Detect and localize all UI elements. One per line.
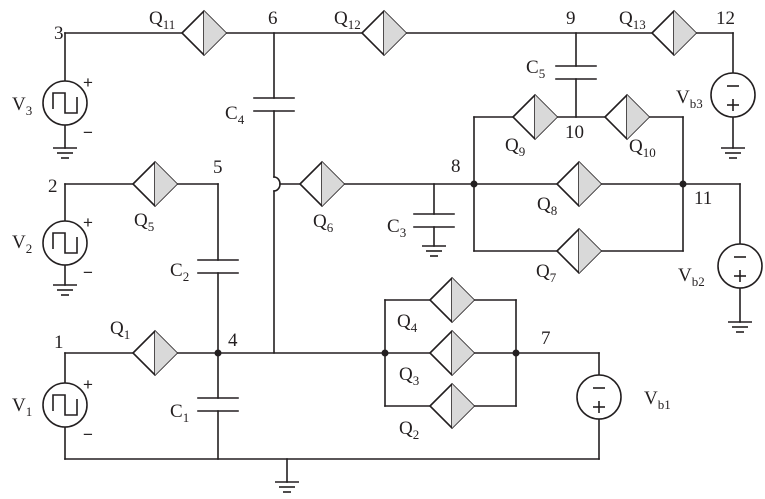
v3-label: V3 (12, 94, 32, 118)
q7-label: Q7 (536, 261, 557, 285)
node-5-label: 5 (213, 157, 223, 178)
switch-q13 (651, 10, 697, 56)
dc-source-vb3 (710, 72, 756, 118)
v1-minus: − (83, 425, 93, 444)
ground-icon (52, 147, 78, 159)
switch-q2 (429, 383, 475, 429)
square-wave-source-v3 (42, 80, 88, 126)
v3-plus: + (83, 73, 93, 92)
switch-labels: Q1 Q2 Q3 Q4 Q5 Q6 Q7 Q8 Q9 Q10 Q11 Q12 Q… (110, 8, 656, 442)
q10-label: Q10 (629, 136, 656, 160)
vb2-label: Vb2 (678, 265, 705, 289)
q2-label: Q2 (399, 418, 419, 442)
switch-q8 (556, 161, 602, 207)
node-7-label: 7 (541, 328, 551, 349)
switch-q6 (299, 161, 345, 207)
square-wave-source-v2 (42, 220, 88, 266)
q13-label: Q13 (619, 8, 646, 32)
q11-label: Q11 (149, 8, 175, 32)
q12-label: Q12 (334, 8, 361, 32)
ground-icon (720, 147, 746, 159)
vb3-label: Vb3 (676, 87, 703, 111)
node-3-label: 3 (54, 23, 64, 44)
node-labels: 1 2 3 4 5 6 7 8 9 10 11 12 (48, 8, 735, 353)
capacitor-c1 (197, 397, 239, 412)
switch-q1 (132, 330, 178, 376)
node-2-label: 2 (48, 176, 58, 197)
c4-label: C4 (225, 103, 245, 127)
square-wave-source-v1 (42, 382, 88, 428)
wires (64, 32, 741, 483)
ground-icon (727, 321, 753, 333)
q8-label: Q8 (537, 194, 557, 218)
ground-icon (274, 481, 300, 493)
switch-q10 (604, 94, 650, 140)
polarity-marks: + − + − + − (83, 73, 93, 444)
switch-q7 (556, 228, 602, 274)
q5-label: Q5 (134, 210, 154, 234)
node-10-label: 10 (565, 122, 584, 143)
dc-source-vb1 (576, 374, 622, 420)
node-11-label: 11 (694, 188, 712, 209)
c2-label: C2 (170, 260, 189, 284)
node-12-label: 12 (716, 8, 735, 29)
v2-plus: + (83, 213, 93, 232)
c5-label: C5 (526, 57, 545, 81)
source-labels: V1 V2 V3 Vb1 Vb2 Vb3 (12, 87, 705, 419)
switch-q4 (429, 277, 475, 323)
v2-minus: − (83, 263, 93, 282)
c3-label: C3 (387, 216, 406, 240)
vb1-label: Vb1 (644, 388, 671, 412)
capacitor-labels: C1 C2 C3 C4 C5 (170, 57, 545, 425)
capacitor-c2 (197, 259, 239, 274)
q6-label: Q6 (313, 211, 334, 235)
capacitor-c4 (253, 97, 295, 112)
q3-label: Q3 (399, 364, 419, 388)
ground-icon (52, 284, 78, 296)
junctions (214, 180, 687, 357)
q9-label: Q9 (505, 135, 525, 159)
node-6-label: 6 (268, 8, 278, 29)
switch-q9 (512, 94, 558, 140)
node-9-label: 9 (566, 8, 576, 29)
capacitor-c5 (555, 65, 597, 80)
node-1-label: 1 (54, 332, 64, 353)
dc-source-vb2 (717, 243, 763, 289)
capacitors (197, 65, 597, 412)
switch-q5 (132, 161, 178, 207)
ground-icon (421, 245, 447, 257)
v2-label: V2 (12, 232, 32, 256)
switch-q12 (361, 10, 407, 56)
v1-plus: + (83, 375, 93, 394)
v3-minus: − (83, 123, 93, 142)
switch-q11 (181, 10, 227, 56)
v1-label: V1 (12, 395, 32, 419)
c1-label: C1 (170, 401, 189, 425)
switch-q3 (429, 330, 475, 376)
q4-label: Q4 (397, 311, 418, 335)
node-8-label: 8 (451, 156, 461, 177)
capacitor-c3 (413, 213, 455, 228)
q1-label: Q1 (110, 318, 130, 342)
node-4-label: 4 (228, 330, 238, 351)
